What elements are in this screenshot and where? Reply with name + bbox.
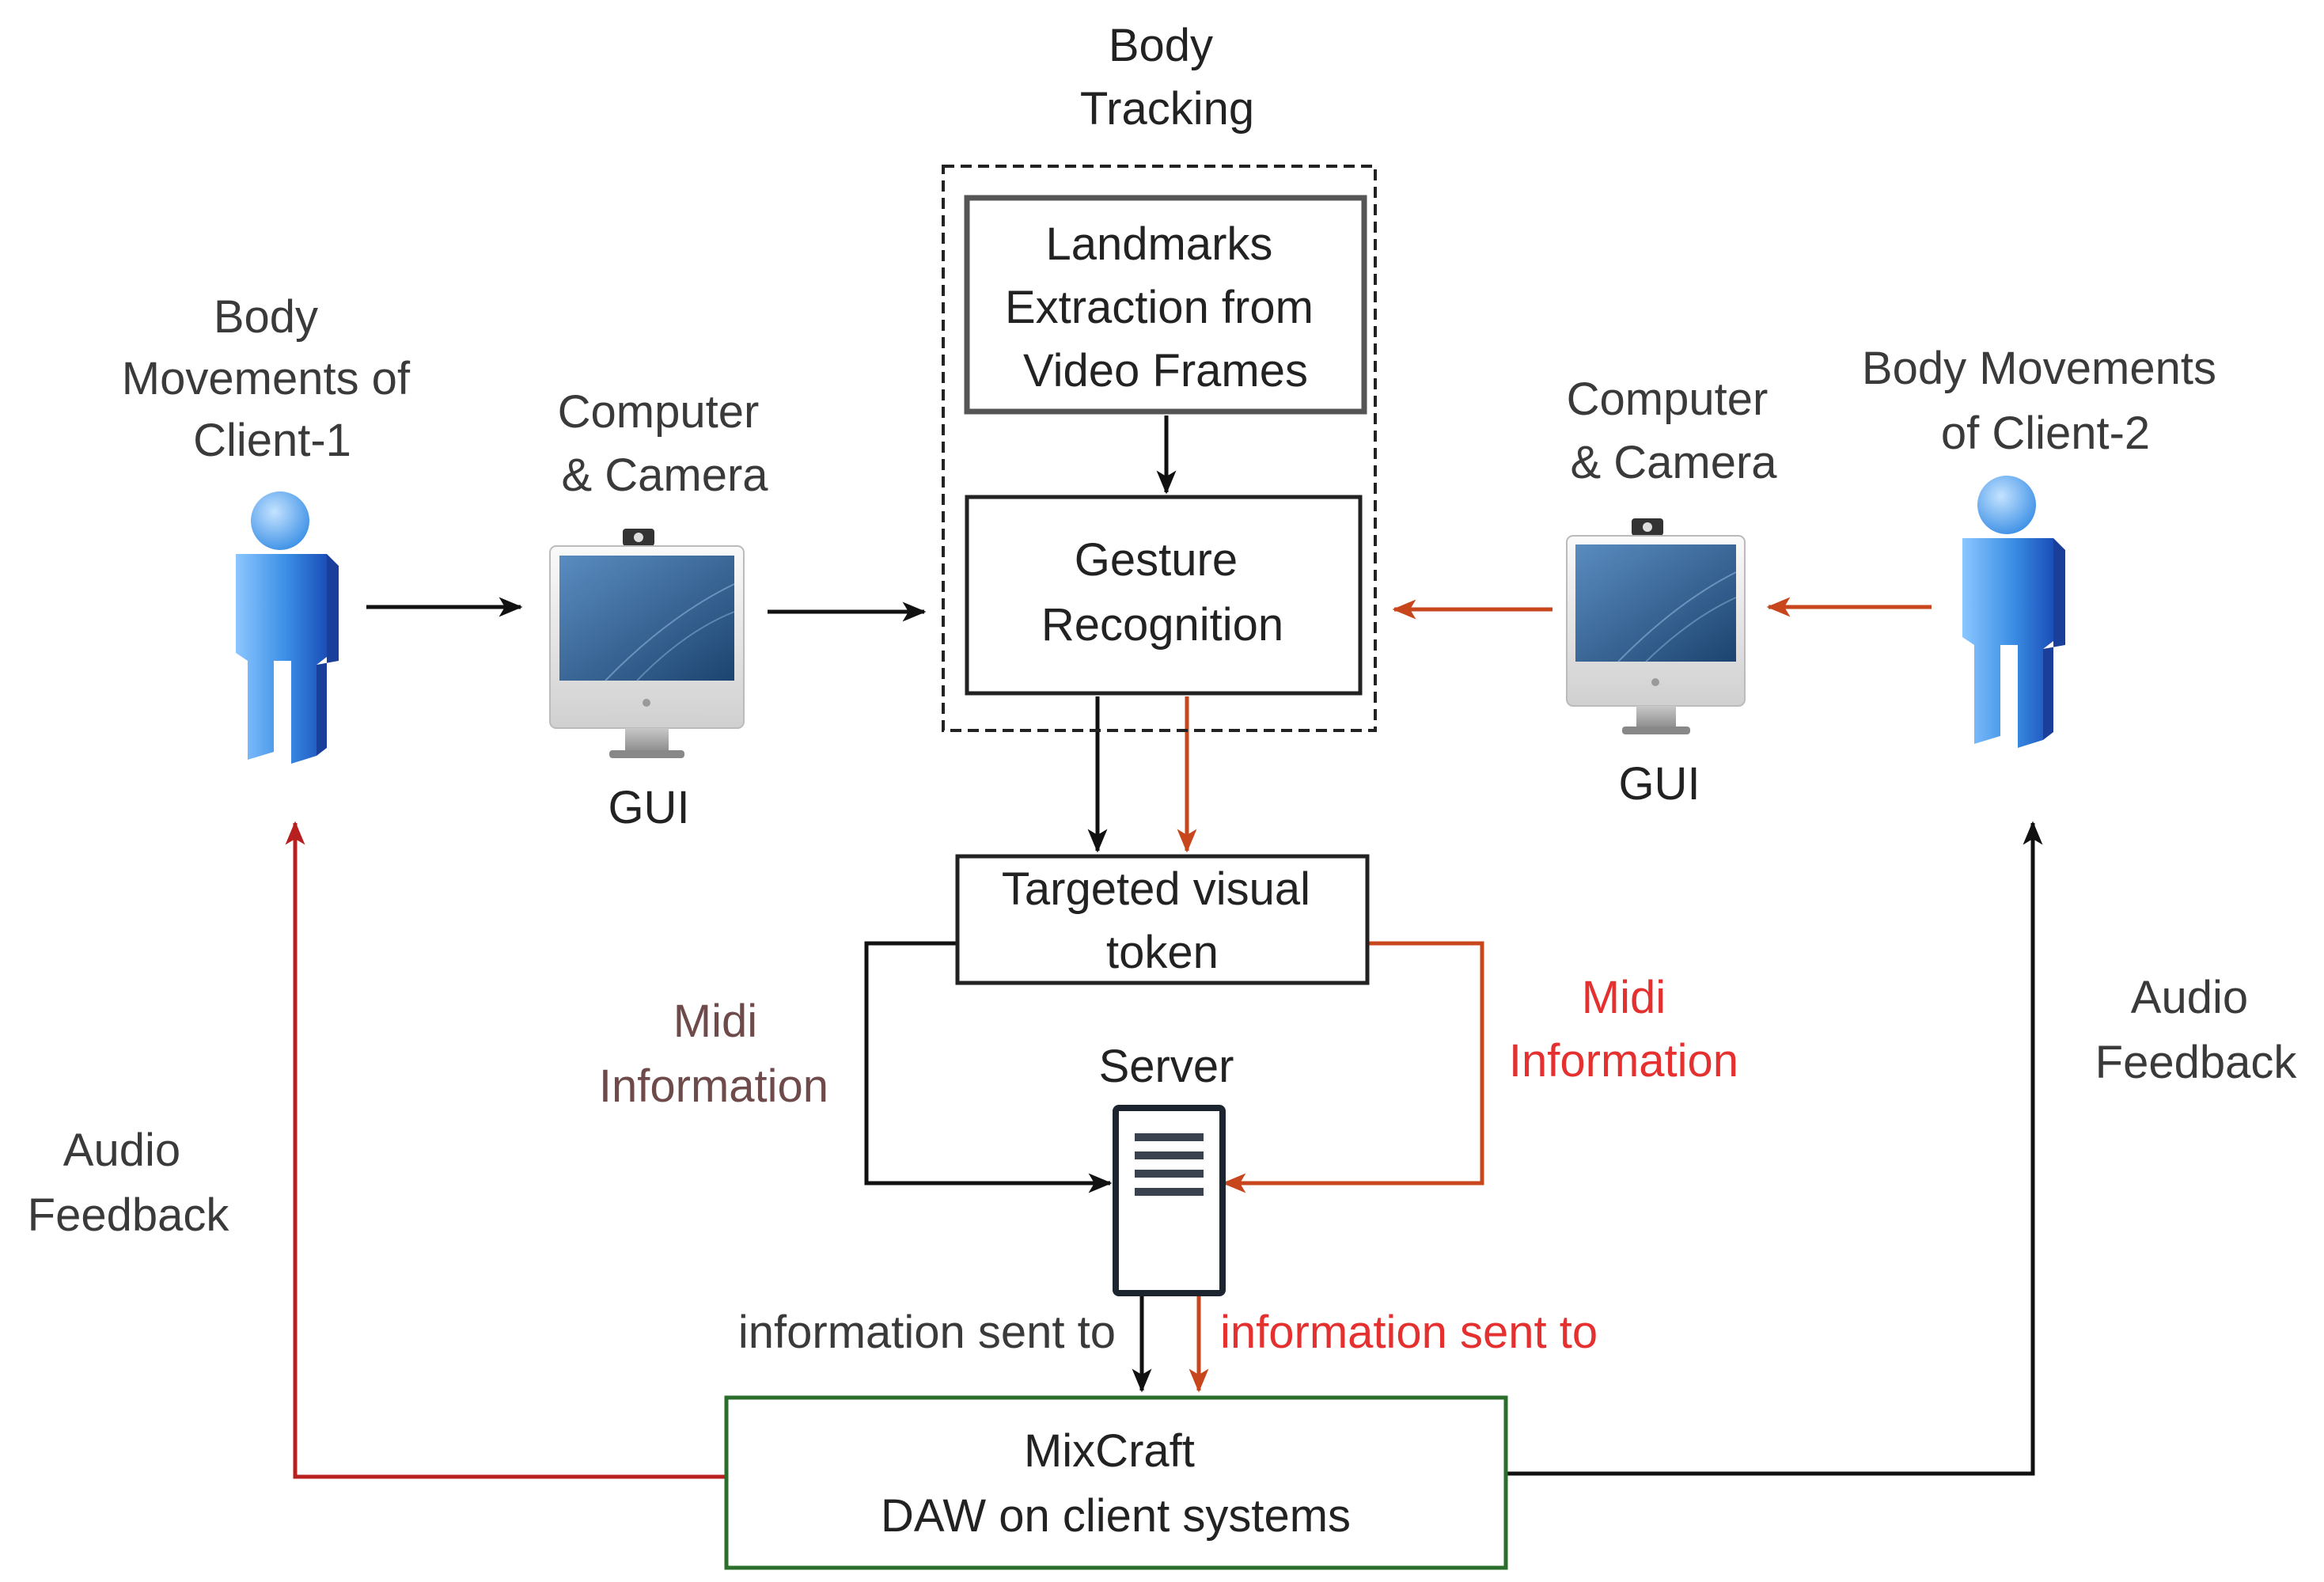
midi-information-label-line: Information — [599, 1060, 828, 1112]
information-sent-to-label: information sent to — [1220, 1307, 1598, 1358]
midi-information-label-line: Midi — [673, 996, 757, 1047]
computer-right-label: Computer & Camera — [1567, 374, 1781, 488]
targeted-visual-token-box — [955, 854, 1370, 985]
audio-feedback-label-line: Audio — [63, 1125, 180, 1176]
client1-label-line: Client-1 — [193, 415, 351, 466]
computer-left-label: Computer & Camera — [558, 386, 772, 501]
edge-mixcraft-to-client2 — [1506, 821, 2043, 1476]
computer-left-label-line: Computer — [558, 386, 760, 438]
edge-mixcraft-to-client1 — [285, 821, 726, 1479]
computer-camera-icon — [1566, 518, 1746, 734]
gesture-recognition-label-line: Recognition — [1041, 599, 1283, 651]
mixcraft-box — [724, 1395, 1508, 1570]
targeted-visual-token-label-line: token — [1106, 927, 1219, 978]
landmarks-label-line: Video Frames — [1023, 345, 1308, 396]
client1-label: Body Movements of Client-1 — [122, 291, 423, 466]
computer-right-label-line: & Camera — [1570, 437, 1777, 488]
midi-information-label: Midi Information — [599, 996, 828, 1112]
client1-label-line: Body — [214, 291, 318, 343]
computer-right-label-line: Computer — [1567, 374, 1769, 425]
person-icon — [236, 491, 339, 764]
server-label: Server — [1099, 1041, 1234, 1092]
midi-information-label: Midi Information — [1509, 972, 1738, 1087]
information-sent-to-label: information sent to — [738, 1307, 1116, 1358]
audio-feedback-label-line: Feedback — [2095, 1037, 2298, 1088]
information-sent-to-label-line: information sent to — [1220, 1307, 1598, 1358]
computer-left-label-line: & Camera — [561, 450, 768, 501]
client1-label-line: Movements of — [122, 353, 411, 404]
gesture-recognition-label-line: Gesture — [1075, 534, 1238, 586]
client2-label-line: of Client-2 — [1941, 408, 2150, 459]
body-tracking-label-line: Body — [1109, 20, 1213, 71]
mixcraft-label-line: MixCraft — [1024, 1425, 1195, 1477]
edge-token-to-server-orange — [1222, 941, 1484, 1193]
audio-feedback-label: Audio Feedback — [2095, 972, 2298, 1088]
client2-label: Body Movements of Client-2 — [1862, 343, 2229, 459]
person-icon — [1962, 476, 2065, 748]
landmarks-label-line: Extraction from — [1005, 282, 1314, 333]
gui-left-label-line: GUI — [608, 782, 689, 833]
mixcraft-label: MixCraft DAW on client systems — [881, 1425, 1351, 1542]
midi-information-label-line: Information — [1509, 1035, 1738, 1087]
landmarks-box — [964, 195, 1367, 415]
gui-right-label: GUI — [1618, 758, 1700, 810]
information-sent-to-label-line: information sent to — [738, 1307, 1116, 1358]
landmarks-label: Landmarks Extraction from Video Frames — [1005, 218, 1326, 396]
audio-feedback-label-line: Audio — [2131, 972, 2248, 1023]
audio-feedback-label-line: Feedback — [28, 1189, 230, 1241]
body-tracking-group — [942, 165, 1377, 732]
targeted-visual-token-label: Targeted visual token — [1002, 863, 1323, 978]
midi-information-label-line: Midi — [1582, 972, 1666, 1023]
gui-right-label-line: GUI — [1618, 758, 1700, 810]
mixcraft-label-line: DAW on client systems — [881, 1490, 1351, 1542]
server-label-line: Server — [1099, 1041, 1234, 1092]
audio-feedback-label: Audio Feedback — [28, 1125, 230, 1241]
landmarks-label-line: Landmarks — [1045, 218, 1272, 270]
edge-token-to-server-black — [864, 941, 1113, 1193]
body-tracking-label-line: Tracking — [1080, 83, 1254, 135]
targeted-visual-token-label-line: Targeted visual — [1002, 863, 1310, 915]
gesture-recognition-label: Gesture Recognition — [1041, 534, 1283, 651]
body-tracking-label: Body Tracking — [1080, 20, 1254, 135]
computer-camera-icon — [549, 529, 745, 758]
client2-label-line: Body Movements — [1862, 343, 2216, 394]
server-icon — [1113, 1105, 1226, 1296]
gesture-recognition-box — [965, 495, 1363, 696]
edges — [285, 415, 2043, 1479]
gui-left-label: GUI — [608, 782, 689, 833]
